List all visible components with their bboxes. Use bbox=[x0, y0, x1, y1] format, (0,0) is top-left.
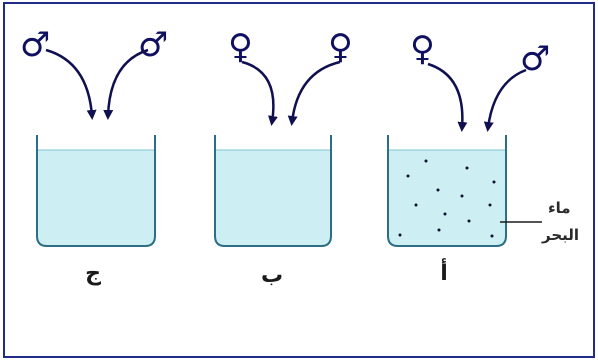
salt-particles bbox=[398, 159, 496, 238]
salt-particle bbox=[406, 174, 410, 178]
beaker-label: ب bbox=[261, 263, 283, 288]
arrow-left bbox=[241, 60, 278, 126]
salt-particle bbox=[424, 159, 428, 163]
salt-particle bbox=[492, 180, 496, 184]
beaker-outline bbox=[214, 135, 332, 247]
beaker-outline bbox=[387, 135, 507, 247]
salt-particle bbox=[443, 212, 447, 216]
arrow-right bbox=[103, 48, 149, 120]
beaker-outline bbox=[36, 135, 156, 247]
male-symbol-icon: ♂ bbox=[20, 25, 50, 65]
salt-particle bbox=[467, 219, 471, 223]
beaker-group-alif: ♀ ♂ أ bbox=[387, 29, 550, 286]
female-symbol-icon: ♀ bbox=[410, 29, 435, 69]
annotation-label-line1: ماء bbox=[548, 199, 571, 217]
beaker-group-ba: ♀ ♀ ب bbox=[214, 27, 353, 288]
arrow-left bbox=[45, 48, 97, 120]
male-symbol-icon: ♂ bbox=[520, 39, 550, 79]
water-fill bbox=[215, 150, 331, 246]
salt-particle bbox=[414, 203, 418, 207]
salt-particle bbox=[398, 233, 402, 237]
male-symbol-icon: ♂ bbox=[138, 25, 168, 65]
beaker-label: ج bbox=[85, 261, 101, 286]
female-symbol-icon: ♀ bbox=[228, 27, 253, 67]
beaker-group-jim: ♂ ♂ ج bbox=[20, 25, 168, 286]
salt-particle bbox=[437, 228, 441, 232]
water-fill bbox=[388, 150, 506, 246]
arrow-right bbox=[483, 68, 527, 132]
salt-particle bbox=[436, 188, 440, 192]
water-fill bbox=[37, 150, 155, 246]
female-symbol-icon: ♀ bbox=[328, 27, 353, 67]
salt-particle bbox=[460, 194, 464, 198]
annotation-label-line2: البحر bbox=[541, 226, 579, 244]
arrow-left bbox=[427, 62, 468, 132]
salt-particle bbox=[488, 203, 492, 207]
arrow-right bbox=[287, 60, 341, 126]
salt-particle bbox=[465, 166, 469, 170]
beaker-label: أ bbox=[440, 257, 448, 286]
salt-particle bbox=[490, 234, 494, 238]
